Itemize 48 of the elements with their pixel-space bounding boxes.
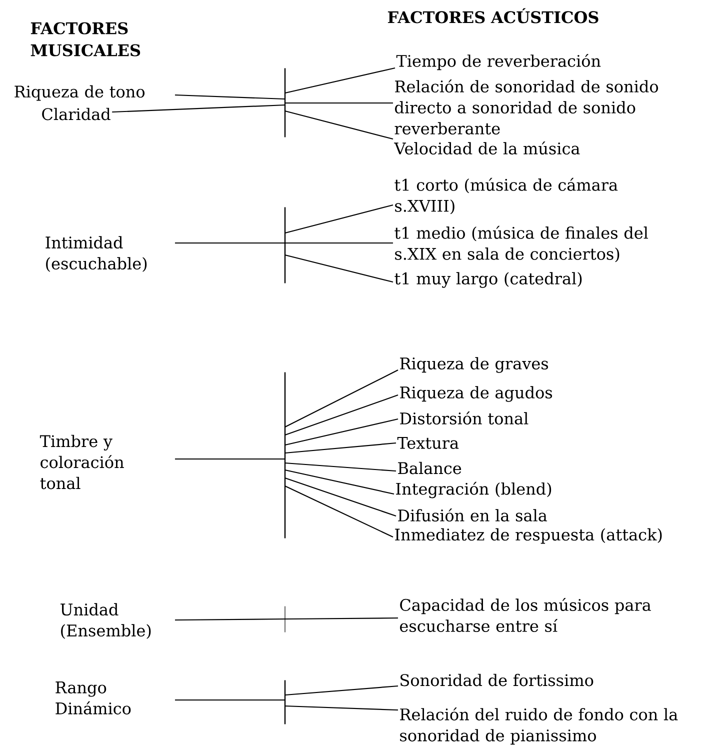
connector-line xyxy=(175,618,285,621)
connector-line xyxy=(284,204,394,234)
acoustic-factor-label: Difusión en la sala xyxy=(398,508,547,522)
acoustic-factor-label: t1 corto (música de cámara s.XVIII) xyxy=(394,178,618,214)
acoustic-factor-label: Relación del ruido de fondo con la sonoridad de pianissimo xyxy=(400,707,678,745)
musical-factor-label: Timbre y coloración tonal xyxy=(40,434,124,490)
acoustic-factor-label: Sonoridad de fortissimo xyxy=(400,674,594,686)
acoustic-factor-label: Riqueza de agudos xyxy=(400,386,552,402)
connector-line xyxy=(284,394,398,436)
acoustic-factor-label: t1 medio (música de finales del s.XIX en sala de conciertos) xyxy=(394,226,648,262)
acoustic-factor-label: Capacidad de los músicos para escucharse entre sí xyxy=(400,598,651,632)
acoustic-factor-label: t1 muy largo (catedral) xyxy=(394,272,582,288)
acoustic-factor-label: Integración (blend) xyxy=(396,482,552,498)
column-heading: FACTORES ACÚSTICOS xyxy=(388,8,598,24)
connector-line xyxy=(284,418,398,446)
connector-line xyxy=(284,617,398,620)
connector-line xyxy=(284,705,398,711)
acoustic-factor-label: Tiempo de reverberación xyxy=(396,54,601,70)
musical-factor-label: Intimidad (escuchable) xyxy=(46,236,147,272)
connector-line xyxy=(285,102,393,104)
connector-line xyxy=(175,458,285,460)
connector-line xyxy=(284,477,396,517)
column-heading: FACTORES MUSICALES xyxy=(30,22,140,56)
connector-line xyxy=(284,370,398,428)
acoustic-factor-label: Textura xyxy=(397,437,459,449)
acoustic-factor-label: Velocidad de la música xyxy=(394,142,580,155)
connector-line xyxy=(175,242,285,244)
connector-line xyxy=(174,94,286,100)
acoustic-factor-label: Distorsión tonal xyxy=(400,412,528,424)
musical-factor-label: Unidad (Ensemble) xyxy=(60,603,151,639)
musical-factor-label: Rango Dinámico xyxy=(56,682,131,714)
connector-line xyxy=(285,242,393,244)
connector-line xyxy=(284,442,396,454)
connector-line xyxy=(284,469,394,495)
connector-line xyxy=(112,104,286,113)
connector-line xyxy=(284,486,394,538)
acoustic-factor-label: Relación de sonoridad de sonido directo a sonoridad de sonido reverberante xyxy=(394,80,658,135)
acoustic-factor-label: Balance xyxy=(398,462,462,474)
connector-line xyxy=(284,67,396,94)
musical-factor-label: Claridad xyxy=(42,108,110,120)
acoustic-factor-label: Inmediatez de respuesta (attack) xyxy=(395,528,662,544)
acoustic-factor-label: Riqueza de graves xyxy=(400,357,548,373)
connector-line xyxy=(175,699,285,701)
connector-line xyxy=(284,110,394,140)
musical-factor-label: Riqueza de tono xyxy=(14,85,145,101)
connector-line xyxy=(284,254,394,283)
connector-line xyxy=(284,462,396,472)
connector-line xyxy=(284,685,398,696)
